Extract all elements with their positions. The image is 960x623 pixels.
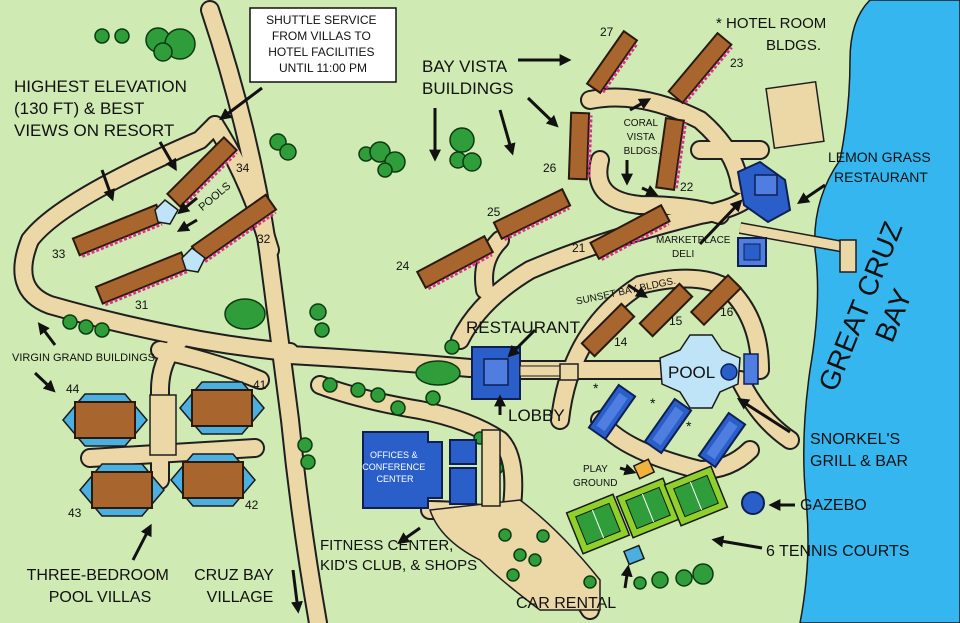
main-pool (659, 334, 759, 409)
tennis-courts-label: 6 TENNIS COURTS (766, 543, 909, 560)
building-number-41: 41 (253, 378, 267, 392)
asterisk-marker: * (686, 418, 692, 434)
building-number-16: 16 (720, 305, 734, 319)
playground (632, 458, 656, 480)
virgin-grand-label: VIRGIN GRAND BUILDINGS (12, 352, 155, 364)
asterisk-marker: * (650, 395, 656, 411)
snorkels-label: SNORKEL'S GRILL & BAR (810, 431, 908, 470)
pool-villas-label: THREE-BEDROOM POOL VILLAS (27, 567, 174, 606)
building-number-26: 26 (543, 161, 557, 175)
cruz-bay-village-label: CRUZ BAY VILLAGE (194, 567, 278, 606)
dock (738, 222, 857, 273)
building-number-21: 21 (572, 241, 586, 255)
shuttle-info-box (249, 7, 397, 83)
building-number-43: 43 (68, 506, 82, 520)
bay-vista-label: BAY VISTA BUILDINGS (422, 57, 514, 98)
building-number-32: 32 (257, 232, 271, 246)
pool-villas (62, 381, 265, 517)
building-number-31: 31 (135, 298, 149, 312)
building-number-34: 34 (236, 161, 250, 175)
lobby-label: LOBBY (508, 406, 565, 425)
road-network (13, 0, 825, 623)
marketplace-label: MARKETPLACE DELI (656, 235, 733, 260)
offices-label: OFFICES & CONFERENCE CENTER (362, 450, 428, 484)
pointer-arrows (33, 54, 826, 614)
gazebo-label: GAZEBO (800, 497, 867, 514)
building-number-42: 42 (245, 498, 259, 512)
fitness-center-label: FITNESS CENTER, KID'S CLUB, & SHOPS (320, 537, 477, 574)
sunset-bay-blue-buildings (587, 383, 747, 469)
building-numbers: 27 23 26 22 21 25 24 34 33 32 31 14 15 1… (52, 25, 744, 520)
car-rental-label: CAR RENTAL (516, 595, 616, 612)
building-number-33: 33 (52, 247, 66, 261)
lemon-grass-restaurant (736, 160, 792, 267)
building-number-24: 24 (396, 259, 410, 273)
gazebo-icon (741, 491, 765, 515)
hotel-room-label: * HOTEL ROOM BLDGS. (716, 15, 830, 54)
offices-conference-center (362, 429, 501, 509)
building-number-14: 14 (614, 335, 628, 349)
pool-label: POOL (668, 363, 715, 382)
great-cruz-bay-water (799, 0, 960, 623)
asterisk-marker: * (593, 380, 599, 396)
restaurant-label: RESTAURANT (466, 318, 580, 337)
hillside-pools (154, 199, 206, 273)
lemon-grass-label: LEMON GRASS RESTAURANT (828, 149, 935, 185)
building-number-44: 44 (66, 382, 80, 396)
building-number-15: 15 (669, 314, 683, 328)
building-number-27: 27 (600, 25, 614, 39)
tennis-courts (565, 465, 729, 566)
play-ground-label: PLAY GROUND (573, 464, 617, 489)
building-number-23: 23 (730, 56, 744, 70)
coral-vista-label: CORAL VISTA BLDGS. (624, 118, 661, 157)
shuttle-note: SHUTTLE SERVICE FROM VILLAS TO HOTEL FAC… (266, 13, 380, 75)
highest-elevation-label: HIGHEST ELEVATION (130 FT) & BEST VIEWS … (14, 77, 192, 140)
building-number-25: 25 (487, 205, 501, 219)
building-number-22: 22 (680, 180, 694, 194)
